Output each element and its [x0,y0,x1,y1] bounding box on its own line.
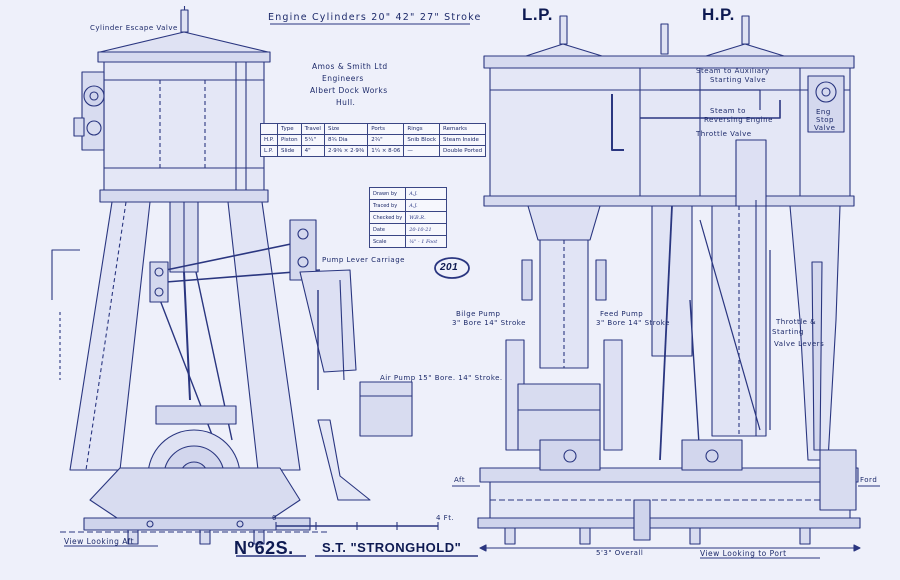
fore-label: Ford [860,476,878,484]
aft-label: Aft [454,476,466,484]
stop-valve-label-2: Stop [816,116,834,124]
throttle-levers-label-3: Valve Levers [774,340,825,348]
view-port-caption: View Looking to Port [700,549,787,558]
pump-lever-label: Pump Lever Carriage [322,256,405,264]
scale-end: 4 Ft. [436,514,455,522]
spec-header-row: Type Travel Size Ports Rings Remarks [260,123,487,135]
spec-cell: 8¾ Dia [323,134,369,146]
spec-header [260,123,278,135]
steam-aux-label: Steam to Auxiliary [696,67,770,75]
spec-cell: 2¾" [367,134,405,146]
spec-cell: Piston [277,134,302,146]
feed-pump-label: Feed Pump [600,310,644,318]
starting-valve-label: Starting Valve [710,76,767,84]
steam-rev-label: Steam to [710,107,746,115]
ship-name: S.T. "STRONGHOLD" [322,540,462,555]
spec-header: Ports [367,123,405,135]
spec-cell: 1¼ × 8·06 [367,145,405,157]
spec-cell: Double Ported [439,145,487,157]
throttle-levers-label-1: Throttle & [776,318,817,326]
spec-cell: Slide [277,145,302,157]
scale-zero: 0 [272,514,277,522]
reversing-engine-label: Reversing Engine [704,116,773,124]
spec-cell: Steam Inside [439,134,487,146]
scale-bar [275,522,439,530]
view-aft-caption: View Looking Aft [64,537,135,546]
drawing-title: Engine Cylinders 20" 42" 27" Stroke [268,12,482,23]
builder-name: Amos & Smith Ltd [312,62,388,71]
throttle-levers-label-2: Starting [772,328,804,336]
title-block-row: Traced by A.J. [368,199,448,212]
spec-header: Type [277,123,302,135]
title-block-row: Checked by W.B.R. [368,211,448,224]
spec-cell: Snib Block [403,134,441,146]
builder-line3: Albert Dock Works [310,86,388,95]
aft-view-engine [51,6,413,545]
spec-header: Size [323,123,369,135]
spec-cell: — [403,145,441,157]
title-block-value: 20-10-21 [405,223,448,236]
spec-cell: 2·9⅜ × 2·9⅜ [323,145,369,157]
spec-row-hp: H.P. Piston 5¼" 8¾ Dia 2¾" Snib Block St… [260,134,487,146]
title-block-label: Date [368,223,407,236]
port-view-engine [452,15,880,552]
title-block-label: Drawn by [368,187,407,200]
air-pump-label: Air Pump 15" Bore. 14" Stroke. [380,374,503,382]
hp-label: H.P. [702,5,735,24]
title-block-label: Scale [368,235,407,248]
title-block: Drawn by A.J. Traced by A.J. Checked by … [368,187,448,248]
bilge-pump-size: 3" Bore 14" Stroke [452,319,526,327]
title-block-row: Drawn by A.J. [368,187,448,200]
spec-cell: L.P. [260,145,278,157]
stop-valve-label-1: Eng [816,108,831,116]
drawing-series-number: Nº62S. [234,538,294,558]
title-block-row: Date 20-10-21 [368,223,448,236]
lp-label: L.P. [522,5,553,24]
title-block-value: A.J. [405,187,448,200]
title-block-value: A.J. [405,199,448,212]
spec-table: Type Travel Size Ports Rings Remarks H.P… [260,123,487,157]
title-block-label: Checked by [368,211,407,224]
bilge-pump-label: Bilge Pump [456,310,501,318]
spec-header: Rings [403,123,441,135]
feed-pump-size: 3" Bore 14" Stroke [596,319,670,327]
title-block-row: Scale ¼" - 1 Foot [368,235,448,248]
title-block-value: W.B.R. [405,211,448,224]
builder-line2: Engineers [322,74,364,83]
spec-cell: 5¼" [300,134,325,146]
stop-valve-label-3: Valve [814,124,836,132]
title-block-value: ¼" - 1 Foot [405,235,448,248]
escape-valve-label: Cylinder Escape Valve [90,24,178,32]
title-block-label: Traced by [368,199,407,212]
builder-line4: Hull. [336,98,356,107]
drawing-number-oval [434,257,470,279]
throttle-valve-label: Throttle Valve [696,130,752,138]
overall-dimension: 5'3" Overall [596,549,644,557]
spec-cell: 4" [300,145,325,157]
drawing-number: 201 [440,262,459,273]
spec-header: Remarks [439,123,487,135]
spec-row-lp: L.P. Slide 4" 2·9⅜ × 2·9⅜ 1¼ × 8·06 — Do… [260,145,487,157]
spec-cell: H.P. [260,134,278,146]
spec-header: Travel [300,123,325,135]
